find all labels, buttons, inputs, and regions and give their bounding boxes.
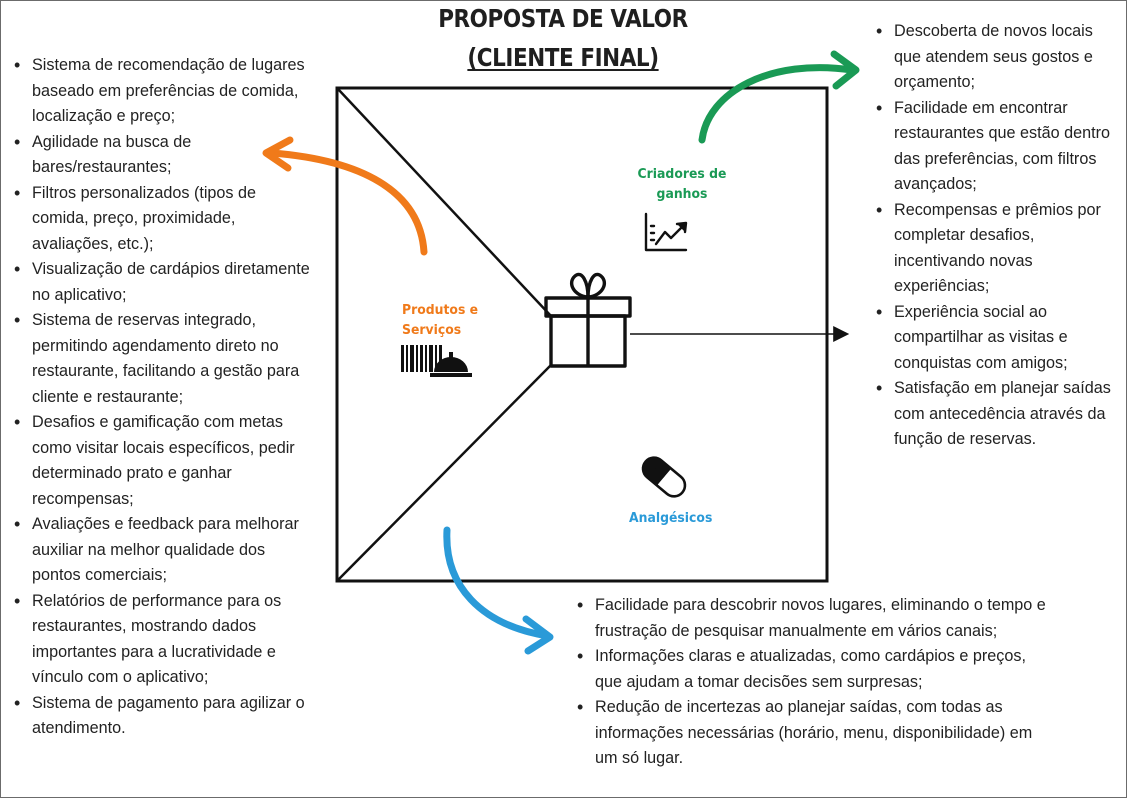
list-item: Facilidade para descobrir novos lugares,… xyxy=(577,593,1047,644)
list-item: Facilidade em encontrar restaurantes que… xyxy=(876,96,1121,198)
barcode-and-cloche-icon xyxy=(401,345,472,377)
gains-list: Descoberta de novos locais que atendem s… xyxy=(876,19,1121,453)
list-item: Desafios e gamificação com metas como vi… xyxy=(14,410,314,512)
list-item: Agilidade na busca de bares/restaurantes… xyxy=(14,130,314,181)
list-item: Sistema de reservas integrado, permitind… xyxy=(14,308,314,410)
pill-icon xyxy=(641,456,687,498)
products-list: Sistema de recomendação de lugares basea… xyxy=(14,53,314,742)
rising-chart-icon xyxy=(644,212,688,252)
list-item: Relatórios de performance para os restau… xyxy=(14,589,314,691)
list-item: Visualização de cardápios diretamente no… xyxy=(14,257,314,308)
divider-bottom xyxy=(337,364,552,581)
list-item: Recompensas e prêmios por completar desa… xyxy=(876,198,1121,300)
list-item: Filtros personalizados (tipos de comida,… xyxy=(14,181,314,258)
green-arrow xyxy=(698,50,860,144)
products-label: Produtos e Serviços xyxy=(402,302,479,338)
blue-arrow xyxy=(443,526,554,655)
page-subtitle: (CLIENTE FINAL) xyxy=(467,43,659,72)
list-item: Avaliações e feedback para melhorar auxi… xyxy=(14,512,314,589)
list-item: Sistema de pagamento para agilizar o ate… xyxy=(14,691,314,742)
page-title: PROPOSTA DE VALOR xyxy=(438,4,688,33)
list-item: Descoberta de novos locais que atendem s… xyxy=(876,19,1121,96)
list-item: Redução de incertezas ao planejar saídas… xyxy=(577,695,1047,772)
list-item: Experiência social ao compartilhar as vi… xyxy=(876,300,1121,377)
list-item: Informações claras e atualizadas, como c… xyxy=(577,644,1047,695)
gift-box-icon xyxy=(544,272,632,368)
divider-top xyxy=(337,88,552,317)
pains-label: Analgésicos xyxy=(629,510,713,526)
gains-label: Criadores de ganhos xyxy=(637,166,727,202)
list-item: Sistema de recomendação de lugares basea… xyxy=(14,53,314,130)
list-item: Satisfação em planejar saídas com antece… xyxy=(876,376,1121,453)
pains-list: Facilidade para descobrir novos lugares,… xyxy=(577,593,1047,772)
